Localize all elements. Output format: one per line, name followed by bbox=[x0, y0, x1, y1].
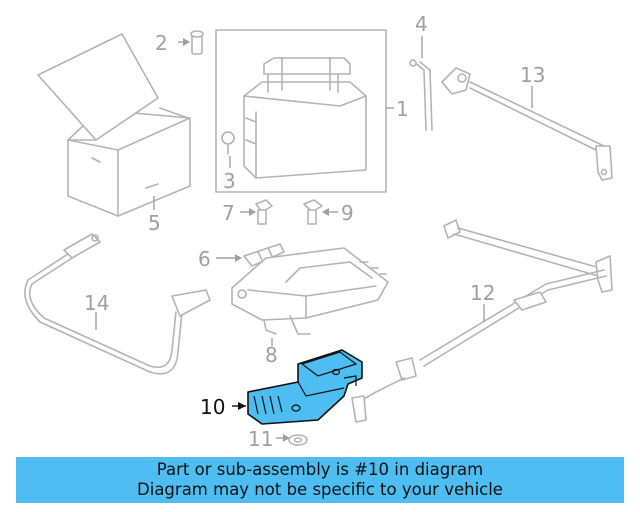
positive-cable-part-13[interactable] bbox=[441, 67, 613, 181]
callout-10: 10 bbox=[200, 395, 225, 419]
callout-6: 6 bbox=[198, 247, 211, 271]
callout-14: 14 bbox=[84, 291, 109, 315]
callout-5: 5 bbox=[148, 211, 161, 235]
callout-9: 9 bbox=[341, 201, 354, 225]
callout-3: 3 bbox=[223, 169, 236, 193]
positive-cable-part-12[interactable] bbox=[351, 219, 613, 423]
callout-13: 13 bbox=[520, 63, 545, 87]
bracket-part-10-highlighted[interactable] bbox=[247, 349, 363, 425]
info-banner: Part or sub-assembly is #10 in diagram D… bbox=[16, 457, 624, 503]
vent-hose-part-4[interactable] bbox=[409, 59, 433, 131]
callout-4: 4 bbox=[415, 12, 428, 36]
callout-11: 11 bbox=[248, 427, 273, 451]
negative-cable-part-14[interactable] bbox=[24, 233, 211, 375]
battery-tray-part-8[interactable] bbox=[231, 247, 389, 335]
nut-part-3[interactable] bbox=[221, 131, 235, 155]
callout-9-arrow bbox=[322, 208, 329, 216]
callout-7: 7 bbox=[222, 201, 235, 225]
callout-2-arrow bbox=[183, 38, 190, 46]
callout-11-arrow bbox=[283, 434, 290, 442]
battery-part-1[interactable] bbox=[215, 29, 387, 193]
callout-6-arrow bbox=[235, 254, 242, 262]
callout-2: 2 bbox=[155, 31, 168, 55]
callout-1: 1 bbox=[396, 97, 409, 121]
banner-line-1: Part or sub-assembly is #10 in diagram bbox=[156, 460, 484, 479]
clamp-part-6[interactable] bbox=[243, 243, 285, 267]
banner-line-2: Diagram may not be specific to your vehi… bbox=[137, 480, 503, 499]
battery-cover-part-5[interactable] bbox=[37, 33, 191, 217]
plug-part-2[interactable] bbox=[190, 30, 204, 55]
washer-part-11[interactable] bbox=[288, 434, 308, 446]
bolt-part-9[interactable] bbox=[303, 199, 323, 225]
callout-7-arrow bbox=[249, 208, 256, 216]
callout-8: 8 bbox=[265, 343, 278, 367]
callout-12: 12 bbox=[470, 281, 495, 305]
bolt-part-7[interactable] bbox=[255, 199, 273, 225]
callout-10-arrow bbox=[238, 402, 246, 410]
